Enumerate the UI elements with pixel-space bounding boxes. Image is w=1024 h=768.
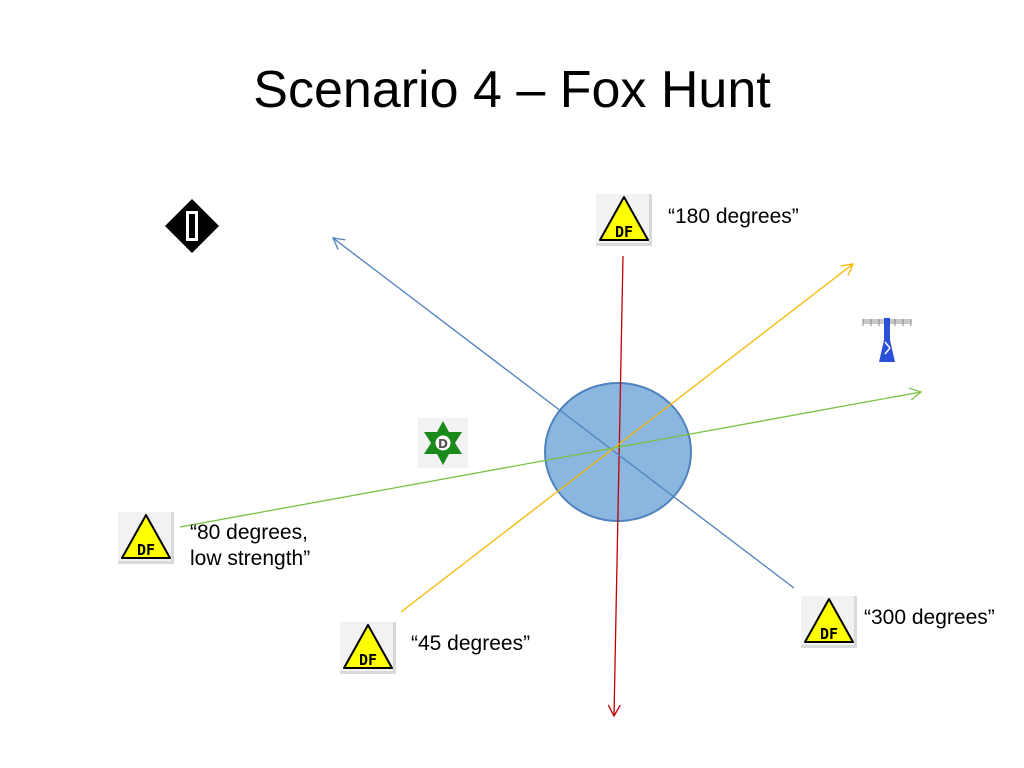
df-reading-right-label: “300 degrees” bbox=[864, 606, 995, 629]
df-station-bottom-icon bbox=[339, 621, 397, 675]
green-star-d-icon: D bbox=[418, 418, 468, 468]
bearing-line-180 bbox=[607, 255, 624, 718]
bearing-line-80 bbox=[179, 387, 923, 528]
svg-text:D: D bbox=[438, 437, 448, 451]
df-station-right-icon bbox=[800, 595, 858, 649]
df-station-top-icon bbox=[595, 193, 653, 247]
blue-radio-tower-icon bbox=[862, 318, 912, 362]
df-reading-left-line2: low strength” bbox=[190, 547, 311, 571]
df-reading-left-line1: “80 degrees, bbox=[190, 521, 308, 544]
df-reading-bottom-label: “45 degrees” bbox=[411, 632, 531, 655]
black-diamond-marker-icon bbox=[165, 199, 219, 253]
df-reading-left-label: “80 degrees, low strength” bbox=[190, 520, 310, 573]
bearing-line-45 bbox=[400, 263, 855, 613]
bearing-line-300 bbox=[331, 237, 795, 589]
slide-title: Scenario 4 – Fox Hunt bbox=[253, 61, 771, 119]
df-station-left-icon bbox=[117, 511, 175, 565]
df-reading-top-label: “180 degrees” bbox=[668, 205, 799, 228]
